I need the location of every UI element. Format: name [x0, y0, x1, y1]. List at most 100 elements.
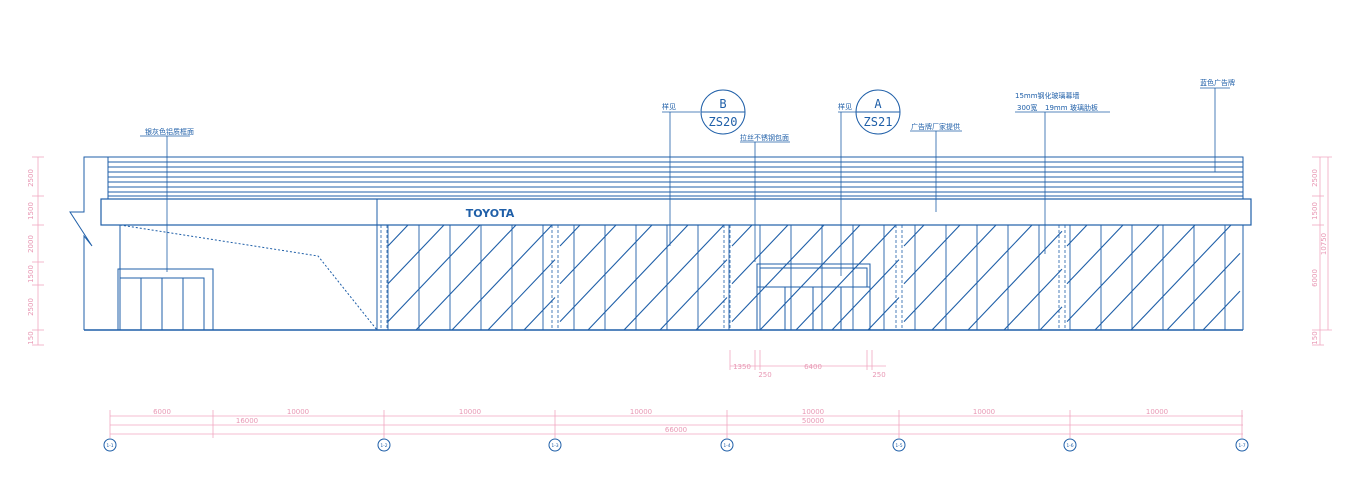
callout-a-ref: 样见 — [838, 102, 852, 111]
glass-hatch-line — [867, 297, 900, 331]
callout-glass-line1: 15mm钢化玻璃幕墙 — [1015, 91, 1080, 100]
glass-hatch-line — [559, 224, 581, 247]
right-dim-0: 2500 — [1311, 169, 1319, 187]
axis-label-5: 1-6 — [1066, 443, 1073, 449]
right-dim-4: 150 — [1311, 331, 1319, 344]
glass-hatch-line — [587, 224, 689, 331]
left-entrance — [117, 224, 378, 331]
glass-hatch-line — [731, 224, 789, 285]
left-dim-0: 2500 — [27, 169, 35, 187]
glass-hatch-line — [795, 224, 897, 331]
left-wall-edge — [69, 156, 108, 330]
glass-hatch-line — [559, 224, 617, 285]
detail-a-letter: A — [874, 97, 882, 111]
callout-glass-line2a: 300宽 — [1017, 103, 1037, 112]
detail-b-letter: B — [719, 97, 726, 111]
right-height-dimensions — [1312, 156, 1332, 346]
glass-hatch-line — [387, 224, 445, 285]
glass-hatch-line — [731, 224, 825, 322]
glass-hatch-line — [695, 297, 728, 331]
right-dim-3: 6000 — [1311, 269, 1319, 287]
detail-b-code: ZS20 — [709, 115, 738, 129]
bay-dim-2: 10000 — [459, 408, 481, 416]
callout-b-ref: 样见 — [662, 102, 676, 111]
roof-fascia — [107, 156, 1244, 200]
glass-hatch-line — [1130, 224, 1232, 331]
right-dim-2: 10750 — [1320, 233, 1328, 255]
bay-dim-1: 10000 — [287, 408, 309, 416]
callout-leaders — [140, 87, 1230, 276]
axis-label-6: 1-7 — [1238, 443, 1245, 449]
glass-hatch-line — [387, 224, 481, 322]
toyota-logo: TOYOTA — [466, 207, 515, 220]
main-entrance — [756, 263, 871, 331]
glass-hatch-line — [1066, 224, 1124, 285]
left-dim-2: 2000 — [27, 235, 35, 253]
callout-ad-frame: 广告牌厂家提供 — [911, 122, 960, 131]
callout-frame: 银灰色铝质框面 — [145, 127, 194, 136]
glass-hatch-line — [967, 230, 1063, 331]
glass-hatch-line — [659, 259, 728, 331]
bay-dim-3: 10000 — [630, 408, 652, 416]
dimension-ticks — [109, 410, 1243, 438]
glass-hatch-line — [523, 297, 556, 331]
callout-billboard: 蓝色广告牌 — [1200, 78, 1235, 87]
left-height-dimensions — [32, 156, 44, 346]
left-dim-1: 1500 — [27, 202, 35, 220]
callout-glass-line2c: 玻璃肋板 — [1070, 103, 1098, 112]
axis-label-2: 1-3 — [551, 443, 558, 449]
door-dim-3: 250 — [872, 371, 885, 379]
bay-dim-6: 10000 — [1146, 408, 1168, 416]
horizontal-dimensions — [110, 415, 1243, 435]
callout-stainless: 拉丝不锈钢包面 — [740, 133, 789, 142]
door-dim-2: 6400 — [804, 363, 822, 371]
glass-hatch-line — [1039, 306, 1063, 331]
curtain-wall — [376, 225, 1244, 330]
axis-label-1: 1-2 — [380, 443, 387, 449]
glass-hatch-line — [387, 224, 409, 247]
detail-bubble-b: B ZS20 — [700, 89, 746, 135]
glass-reflection-hatch — [387, 224, 1241, 331]
left-dim-5: 150 — [27, 331, 35, 344]
left-dim-4: 2500 — [27, 298, 35, 316]
door-dim-1: 250 — [758, 371, 771, 379]
glass-hatch-line — [623, 224, 725, 331]
callout-glass-line2b: 19mm — [1045, 104, 1068, 112]
glass-hatch-line — [903, 224, 997, 322]
axis-label-4: 1-5 — [895, 443, 902, 449]
glass-hatch-line — [559, 224, 653, 322]
left-dim-3: 1500 — [27, 265, 35, 283]
door-dim-0: 1350 — [733, 363, 751, 371]
glass-hatch-line — [1166, 252, 1241, 331]
glass-hatch-line — [415, 224, 517, 331]
glass-hatch-line — [1066, 224, 1160, 322]
glass-hatch-line — [731, 224, 753, 247]
glass-hatch-line — [451, 224, 553, 331]
glass-hatch-line — [903, 224, 961, 285]
axis-label-3: 1-4 — [723, 443, 730, 449]
glass-hatch-line — [1202, 290, 1241, 331]
glass-hatch-line — [487, 259, 556, 331]
glass-hatch-line — [1003, 268, 1063, 331]
glass-hatch-line — [931, 224, 1033, 331]
right-dim-1: 1500 — [1311, 202, 1319, 220]
total-dim: 66000 — [665, 426, 687, 434]
bay-dim-5: 10000 — [973, 408, 995, 416]
glass-hatch-line — [759, 224, 861, 331]
bay-dim-0: 6000 — [153, 408, 171, 416]
detail-a-code: ZS21 — [864, 115, 893, 129]
detail-bubble-a: A ZS21 — [855, 89, 901, 135]
curtain-wall-mullions — [380, 225, 1226, 330]
glass-hatch-line — [831, 259, 900, 331]
axis-label-0: 1-1 — [106, 443, 113, 449]
sub-dim-0: 16000 — [236, 417, 258, 425]
glass-hatch-line — [1094, 224, 1196, 331]
glass-hatch-line — [903, 224, 925, 247]
signage-band — [100, 198, 1252, 226]
glass-hatch-line — [1066, 224, 1088, 247]
axis-bubbles — [103, 438, 1249, 452]
sub-dim-1: 50000 — [802, 417, 824, 425]
door-dimensions — [729, 350, 886, 370]
bay-dim-4: 10000 — [802, 408, 824, 416]
